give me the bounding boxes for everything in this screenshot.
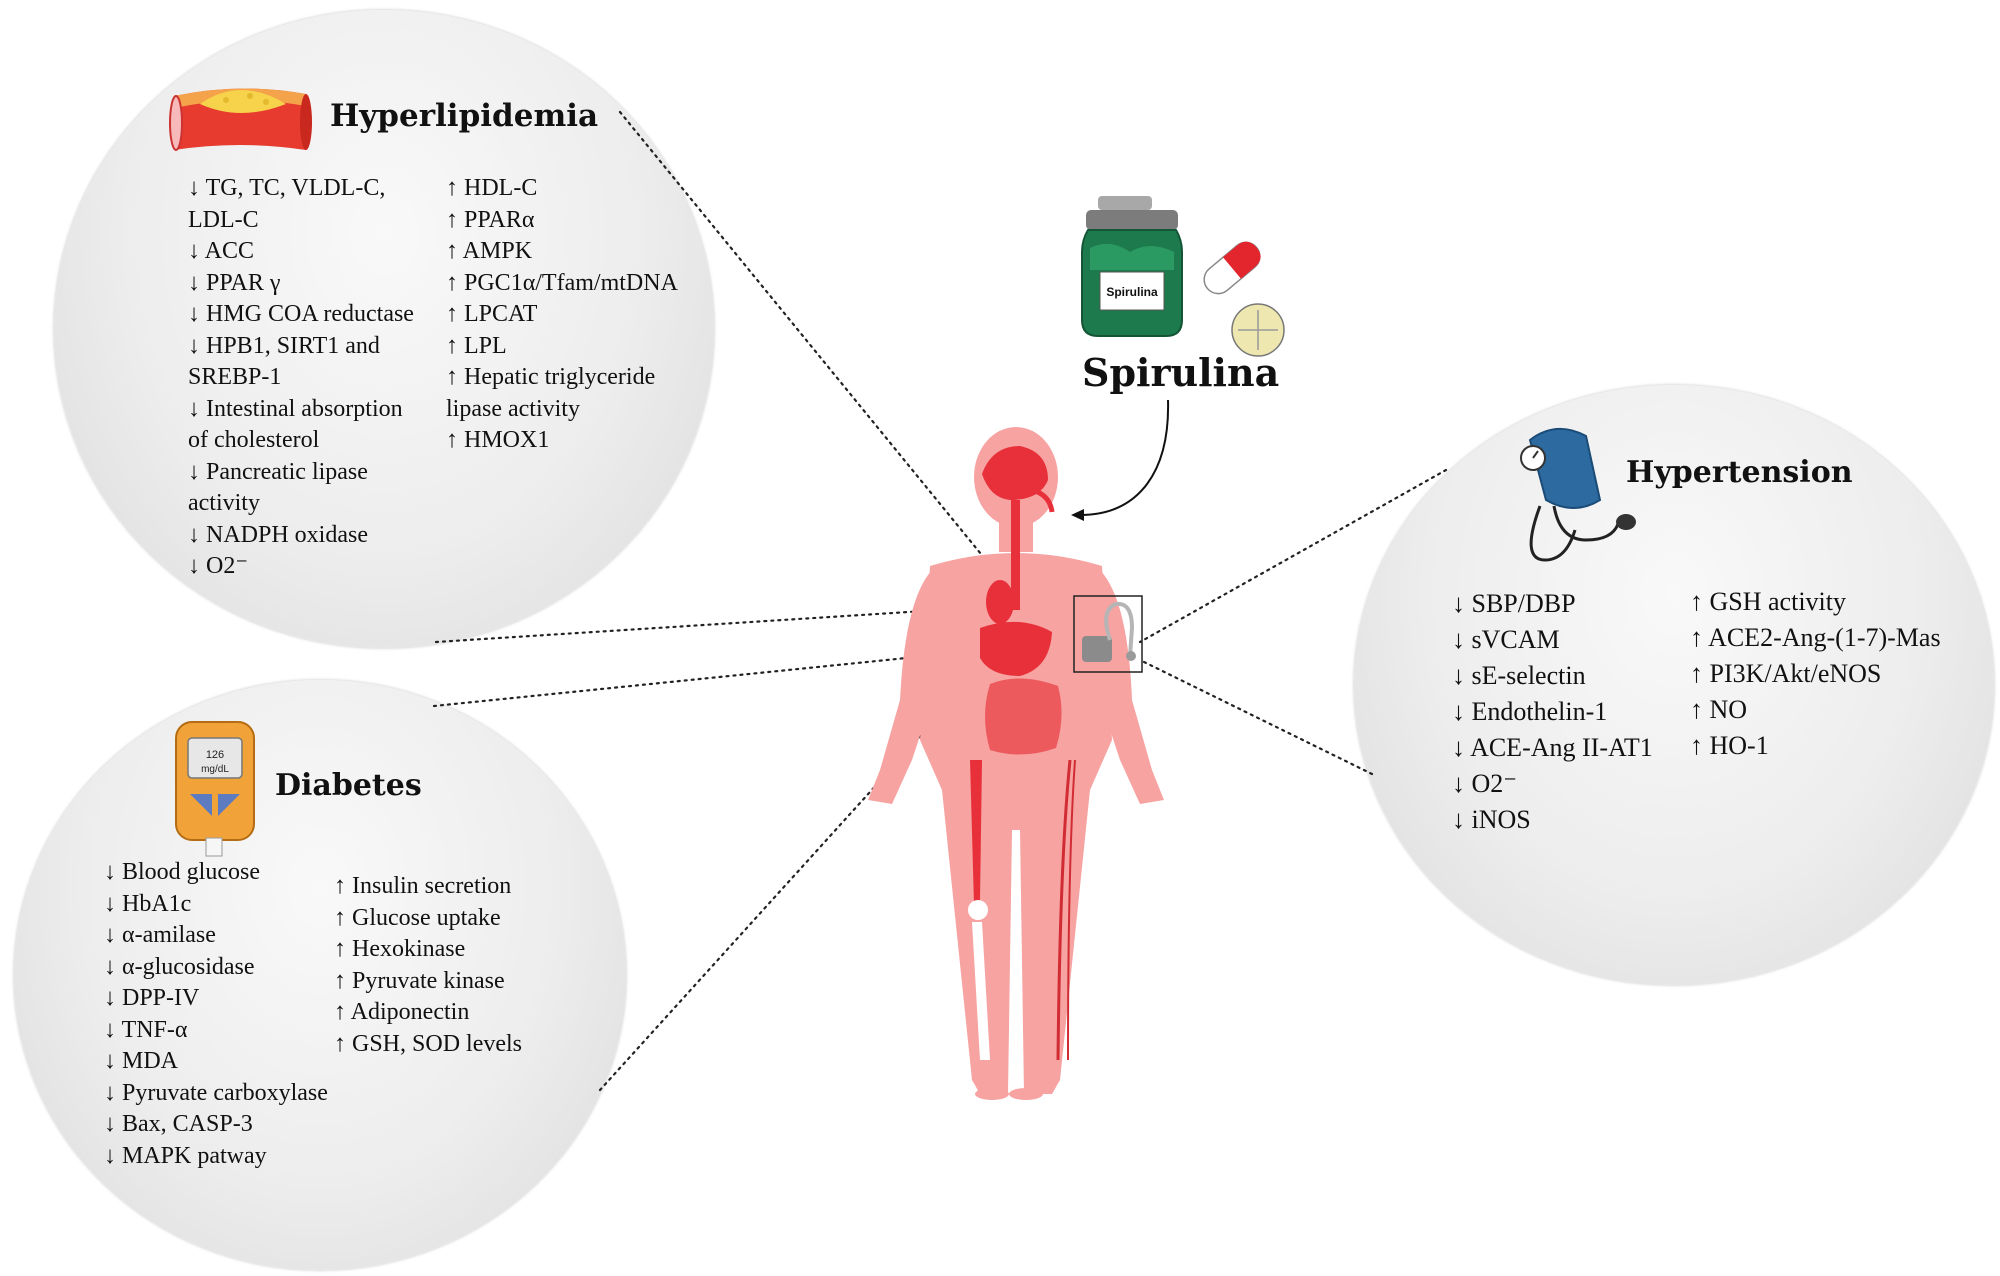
effect-list-item: ↓ PPAR γ — [188, 269, 281, 296]
connector-hypertension-top — [1138, 468, 1448, 644]
blood-pressure-highlight-box — [1073, 595, 1143, 673]
hyperlipidemia-bubble — [54, 10, 714, 648]
effect-list-item: ↑ Glucose uptake — [334, 904, 501, 931]
effect-list-item: ↓ SBP/DBP — [1452, 589, 1576, 618]
effect-list-item: ↓ TNF-α — [104, 1016, 188, 1043]
effect-list-item: ↓ DPP-IV — [104, 985, 200, 1011]
effect-list-item: ↓ O2⁻ — [188, 553, 248, 579]
heart — [986, 580, 1014, 624]
effect-list-item: ↓ HMG COA reductase — [188, 301, 414, 327]
effect-list-item: ↑ GSH activity — [1690, 587, 1846, 616]
hyperlipidemia-increased-list: ↑ HDL-C ↑ PPARα ↑ AMPK ↑ PGC1α/Tfam/mtDNA ↑ … — [446, 173, 678, 457]
effect-list-item: ↑ Hexokinase — [334, 936, 466, 962]
intestines — [985, 678, 1062, 755]
effect-list-item: ↑ LPCAT — [446, 301, 538, 327]
spirulina-arrow-head — [1071, 509, 1084, 521]
effect-list-item: activity — [188, 490, 260, 516]
esophagus — [1011, 500, 1020, 610]
effect-list-item: of cholesterol — [188, 427, 320, 453]
effect-list-item: ↓ ACE-Ang II-AT1 — [1452, 733, 1653, 762]
effect-list-item: ↓ Pyruvate carboxylase — [104, 1079, 328, 1106]
glucose-meter-icon — [175, 721, 255, 857]
leg-vessels — [1056, 759, 1072, 1061]
effect-list-item: ↓ sVCAM — [1452, 625, 1560, 654]
effect-list-item: ↓ Pancreatic lipase — [188, 458, 368, 485]
hypertension-decreased-list: ↓ SBP/DBP ↓ sVCAM ↓ sE-selectin ↓ Endotheli… — [1452, 586, 1653, 838]
effect-list-item: ↑ HMOX1 — [446, 427, 550, 453]
effect-list-item: ↑ Adiponectin — [334, 999, 470, 1025]
diabetes-increased-list: ↑ Insulin secretion ↑ Glucose uptake ↑ Hex… — [334, 871, 522, 1060]
effect-list-item: lipase activity — [446, 395, 580, 422]
effect-list-item: ↓ ACC — [188, 238, 255, 264]
effect-list-item: ↓ Endothelin-1 — [1452, 697, 1608, 726]
knee — [968, 900, 988, 920]
hyperlipidemia-decreased-list: ↓ TG, TC, VLDL-C, LDL-C ↓ ACC ↓ PPAR γ ↓ HMG… — [188, 173, 414, 583]
sphygmomanometer-icon — [1520, 428, 1636, 562]
effect-list-item: ↓ NADPH oxidase — [188, 521, 368, 548]
effect-list-item: ↓ Bax, CASP-3 — [104, 1111, 253, 1137]
effect-list-item: ↑ GSH, SOD levels — [334, 1030, 523, 1057]
connector-hyperlipidemia-top — [618, 110, 1014, 594]
hypertension-increased-list: ↑ GSH activity ↑ ACE2-Ang-(1-7)-Mas ↑ PI3K… — [1690, 584, 1941, 764]
effect-list-item: ↓ MAPK patway — [104, 1142, 267, 1169]
effect-list-item: ↑ NO — [1690, 695, 1748, 724]
hyperlipidemia-title: Hyperlipidemia — [330, 98, 599, 134]
effect-list-item: ↓ MDA — [104, 1048, 179, 1074]
meter-value: 126 — [206, 749, 224, 761]
spirulina-arrow — [1079, 399, 1170, 516]
effect-list-item: LDL-C — [188, 206, 259, 233]
effect-list-item: ↑ AMPK — [446, 238, 533, 264]
capsule-icon — [1203, 241, 1261, 295]
effect-list-item: ↓ HbA1c — [104, 890, 192, 917]
tablet-icon — [1231, 303, 1285, 357]
effect-list-item: ↑ HO-1 — [1690, 731, 1769, 760]
effect-list-item: ↑ Hepatic triglyceride — [446, 364, 656, 390]
effect-list-item: ↓ TG, TC, VLDL-C, — [188, 175, 386, 201]
hypertension-bubble — [1354, 385, 1994, 985]
effect-list-item: ↑ LPL — [446, 332, 507, 359]
effect-list-item: ↓ Blood glucose — [104, 859, 260, 885]
connector-hypertension-bottom — [1138, 658, 1374, 776]
femur — [970, 760, 982, 905]
connector-diabetes-top — [432, 648, 987, 708]
effect-list-item: ↑ PGC1α/Tfam/mtDNA — [446, 269, 678, 296]
effect-list-item: ↓ sE-selectin — [1452, 661, 1586, 690]
hypertension-title: Hypertension — [1626, 455, 1853, 490]
effect-list-item: ↑ Insulin secretion — [334, 873, 512, 899]
effect-list-item: ↓ HPB1, SIRT1 and — [188, 332, 380, 359]
effect-list-item: ↓ iNOS — [1452, 805, 1531, 834]
effect-list-item: ↑ ACE2-Ang-(1-7)-Mas — [1690, 623, 1941, 652]
effect-list-item: ↑ Pyruvate kinase — [334, 967, 505, 994]
effect-list-item: ↓ α-amilase — [104, 922, 216, 948]
spirulina-jar-icon — [1081, 196, 1183, 337]
brain — [982, 446, 1048, 500]
jar-label: Spirulina — [1106, 285, 1158, 299]
effect-list-item: ↑ HDL-C — [446, 175, 538, 201]
effect-list-item: ↓ O2⁻ — [1452, 769, 1517, 798]
effect-list-item: ↓ Intestinal absorption — [188, 395, 403, 422]
stomach — [980, 621, 1052, 676]
effect-list-item: ↑ PPARα — [446, 206, 535, 233]
diabetes-title: Diabetes — [275, 768, 422, 803]
body-organs — [968, 446, 1076, 1061]
effect-list-item: ↓ α-glucosidase — [104, 953, 255, 980]
diabetes-decreased-list: ↓ Blood glucose ↓ HbA1c ↓ α-amilase ↓ α-glu… — [104, 857, 328, 1172]
spirulina-title: Spirulina — [1082, 350, 1280, 395]
small-blood-pressure-icon — [1082, 601, 1136, 662]
effect-list-item: ↑ PI3K/Akt/eNOS — [1690, 659, 1882, 688]
meter-unit: mg/dL — [201, 764, 229, 775]
tibia — [972, 922, 990, 1060]
effect-list-item: SREBP-1 — [188, 364, 282, 390]
diabetes-bubble — [14, 680, 626, 1270]
artery-plaque-icon — [169, 88, 312, 151]
